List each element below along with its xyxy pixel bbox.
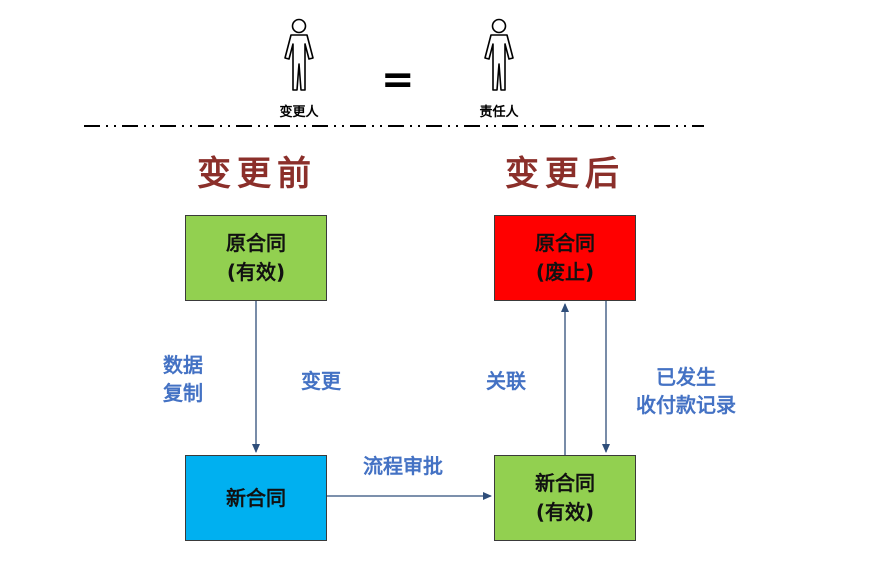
node-new-contract: 新合同 [185,455,327,541]
person-icon-responsible [484,18,514,91]
node-original-contract-abolished: 原合同 (废止) [494,215,636,301]
edge-label-data-copy: 数据 复制 [163,353,203,405]
edge-label-payment-records: 已发生 收付款记录 [636,365,736,417]
person-icon-changer [284,18,314,91]
section-title-before: 变更前 [197,154,317,194]
node-original-contract-valid: 原合同 (有效) [185,215,327,301]
section-title-after: 变更后 [505,154,625,194]
node-new-contract-valid: 新合同 (有效) [494,455,636,541]
changer-label: 变更人 [279,105,319,120]
dash-dot-divider [84,125,704,127]
edge-label-workflow: 流程审批 [363,454,443,478]
edge-label-link: 关联 [486,369,526,393]
responsible-label: 责任人 [479,105,519,120]
equals-sign: = [381,57,415,103]
edge-label-change: 变更 [301,369,341,393]
